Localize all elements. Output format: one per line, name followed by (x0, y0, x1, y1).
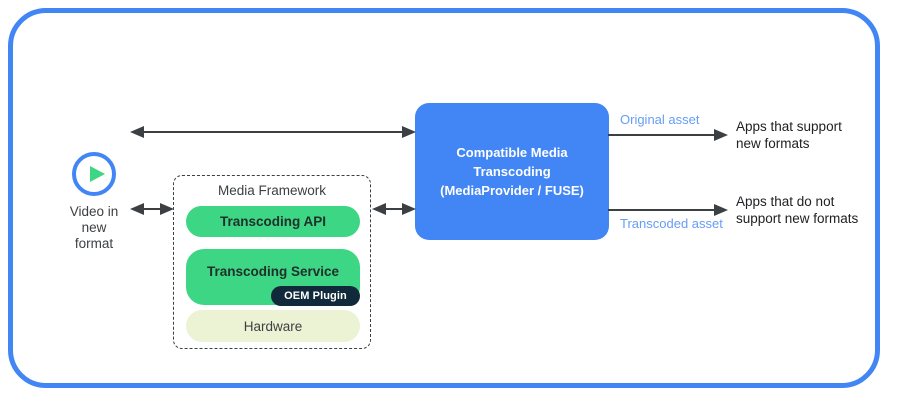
connector-cmt-to-apps-support (608, 129, 728, 141)
connector-source-to-framework (130, 203, 174, 215)
apps-no-support-label: Apps that do not support new formats (736, 194, 859, 226)
apps-support-label: Apps that support new formats (736, 119, 842, 151)
compatible-media-transcoding-box: Compatible Media Transcoding (MediaProvi… (415, 103, 609, 240)
video-source-group: Video in new format (48, 152, 140, 252)
oem-plugin-badge: OEM Plugin (271, 286, 360, 306)
media-framework-container: Media Framework Transcoding API Transcod… (173, 175, 371, 349)
transcoding-api-box: Transcoding API (186, 206, 360, 237)
original-asset-label: Original asset (620, 112, 700, 127)
play-triangle-icon (90, 166, 105, 182)
connector-framework-to-cmt (372, 203, 416, 215)
hardware-box: Hardware (186, 310, 360, 342)
transcoded-asset-label: Transcoded asset (620, 216, 723, 231)
media-framework-title: Media Framework (217, 183, 327, 198)
connector-cmt-to-apps-nosupport (608, 204, 728, 216)
connector-source-to-cmt (130, 126, 416, 138)
play-circle-icon (72, 152, 116, 196)
video-source-caption: Video in new format (69, 204, 119, 251)
